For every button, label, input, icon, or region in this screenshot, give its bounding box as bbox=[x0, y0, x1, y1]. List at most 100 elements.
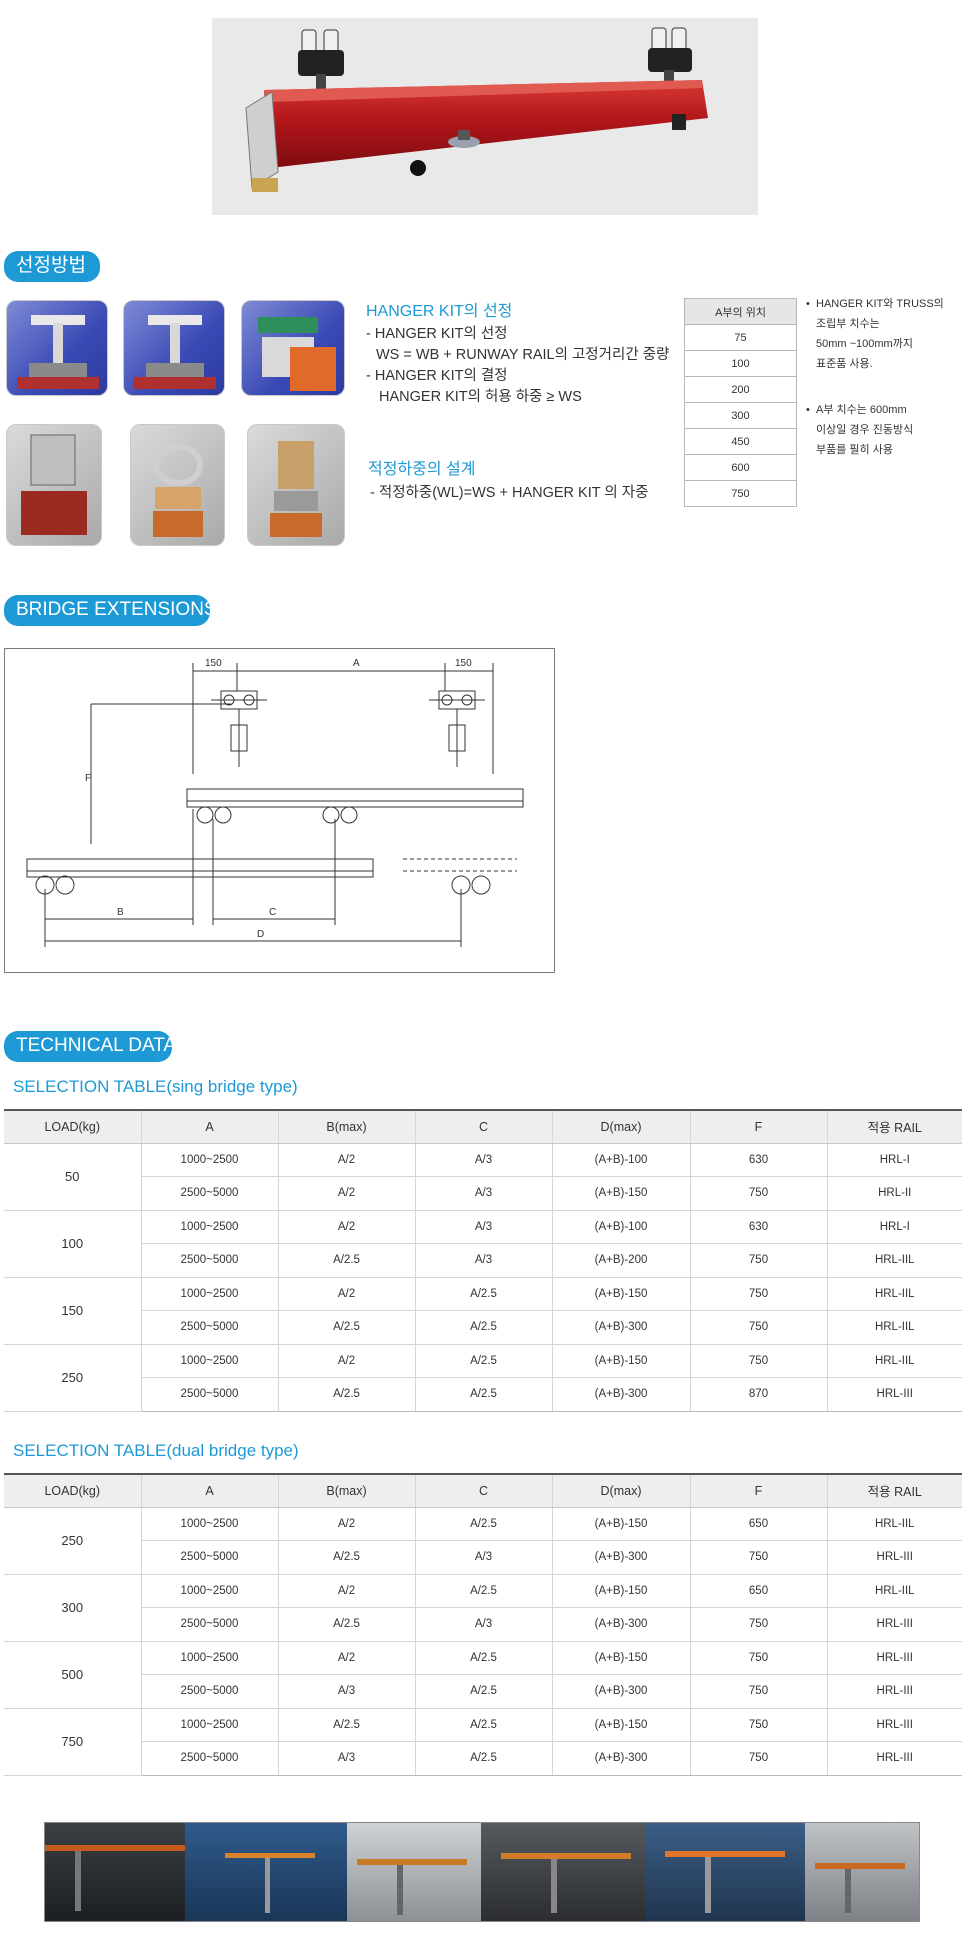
table-row: 2500~5000 A/2.5 A/2.5 (A+B)-300 750 HRL-… bbox=[4, 1310, 962, 1345]
installation-photo bbox=[645, 1823, 805, 1921]
load-cell: 250 bbox=[4, 1507, 141, 1575]
cell: (A+B)-300 bbox=[551, 1607, 690, 1642]
cell: 750 bbox=[689, 1243, 827, 1278]
cell: 1000~2500 bbox=[140, 1574, 278, 1608]
cell: A/2.5 bbox=[414, 1741, 552, 1776]
a-position-value: 200 bbox=[684, 376, 797, 403]
note-a-dimension: •A부 치수는 600mm 이상일 경우 진동방식 부품를 필히 사용 bbox=[806, 404, 914, 456]
cell: 1000~2500 bbox=[140, 1277, 278, 1311]
table-row: 2500~5000 A/3 A/2.5 (A+B)-300 750 HRL-II… bbox=[4, 1674, 962, 1709]
cell: (A+B)-100 bbox=[551, 1143, 690, 1177]
cell: A/2 bbox=[277, 1574, 415, 1608]
cell: 650 bbox=[689, 1574, 827, 1608]
cell: A/2 bbox=[277, 1641, 415, 1675]
cell: 870 bbox=[689, 1377, 827, 1412]
hanger-kit-photo-1 bbox=[6, 300, 108, 396]
cell: A/2.5 bbox=[277, 1607, 415, 1642]
col-b-max: B(max) bbox=[277, 1473, 415, 1508]
cell: A/2.5 bbox=[277, 1540, 415, 1575]
load-cell: 100 bbox=[4, 1210, 141, 1278]
cell: A/3 bbox=[414, 1243, 552, 1278]
a-position-value: 450 bbox=[684, 428, 797, 455]
col-load: LOAD(kg) bbox=[4, 1473, 141, 1508]
cell: A/3 bbox=[277, 1741, 415, 1776]
installation-photo-strip bbox=[44, 1822, 920, 1922]
col-b-max: B(max) bbox=[277, 1109, 415, 1144]
cell: 2500~5000 bbox=[140, 1176, 278, 1211]
table-row: 500 1000~2500 A/2 A/2.5 (A+B)-150 750 HR… bbox=[4, 1641, 962, 1709]
col-f: F bbox=[689, 1109, 827, 1144]
cell: (A+B)-150 bbox=[551, 1708, 690, 1742]
cell: HRL-III bbox=[826, 1377, 962, 1412]
load-cell: 250 bbox=[4, 1344, 141, 1412]
cell: (A+B)-100 bbox=[551, 1210, 690, 1244]
cell: (A+B)-150 bbox=[551, 1176, 690, 1211]
load-cell: 50 bbox=[4, 1143, 141, 1211]
dim-150-right: 150 bbox=[455, 658, 472, 669]
cell: A/2.5 bbox=[277, 1377, 415, 1412]
cell: HRL-III bbox=[826, 1674, 962, 1709]
cell: 1000~2500 bbox=[140, 1708, 278, 1742]
cell: A/3 bbox=[277, 1674, 415, 1709]
cell: A/2.5 bbox=[414, 1377, 552, 1412]
dim-c: C bbox=[269, 907, 276, 918]
cell: (A+B)-150 bbox=[551, 1277, 690, 1311]
a-position-value: 100 bbox=[684, 350, 797, 377]
technical-data-title: TECHNICAL DATA bbox=[4, 1031, 176, 1062]
cell: A/2.5 bbox=[277, 1243, 415, 1278]
cell: A/2 bbox=[277, 1210, 415, 1244]
load-cell: 750 bbox=[4, 1708, 141, 1776]
cell: 750 bbox=[689, 1277, 827, 1311]
cell: 650 bbox=[689, 1507, 827, 1541]
hanger-kit-photo-3 bbox=[241, 300, 345, 396]
cell: 750 bbox=[689, 1641, 827, 1675]
cell: HRL-I bbox=[826, 1143, 962, 1177]
table-row: 2500~5000 A/2.5 A/3 (A+B)-300 750 HRL-II… bbox=[4, 1540, 962, 1575]
cell: 2500~5000 bbox=[140, 1540, 278, 1575]
hanger-kit-line-1: - HANGER KIT의 선정 bbox=[366, 326, 508, 342]
cell: A/2.5 bbox=[414, 1574, 552, 1608]
col-rail: 적용 RAIL bbox=[826, 1473, 962, 1508]
truss-photo-3 bbox=[247, 424, 345, 546]
load-design-line: - 적정하중(WL)=WS + HANGER KIT 의 자중 bbox=[370, 485, 649, 501]
a-position-value: 600 bbox=[684, 454, 797, 481]
product-hero-image bbox=[212, 18, 758, 215]
cell: (A+B)-200 bbox=[551, 1243, 690, 1278]
dual-bridge-table-title: SELECTION TABLE(dual bridge type) bbox=[13, 1441, 299, 1460]
dim-b: B bbox=[117, 907, 124, 918]
cell: HRL-III bbox=[826, 1708, 962, 1742]
col-load: LOAD(kg) bbox=[4, 1109, 141, 1144]
dual-bridge-selection-table: LOAD(kg) A B(max) C D(max) F 적용 RAIL 250… bbox=[4, 1473, 962, 1776]
table-row: 50 1000~2500 A/2 A/3 (A+B)-100 630 HRL-I bbox=[4, 1143, 962, 1211]
bridge-extensions-title: BRIDGE EXTENSIONS bbox=[4, 595, 217, 626]
single-bridge-selection-table: LOAD(kg) A B(max) C D(max) F 적용 RAIL 50 … bbox=[4, 1109, 962, 1412]
col-rail: 적용 RAIL bbox=[826, 1109, 962, 1144]
cell: (A+B)-300 bbox=[551, 1377, 690, 1412]
cell: A/2 bbox=[277, 1344, 415, 1378]
table-row: 150 1000~2500 A/2 A/2.5 (A+B)-150 750 HR… bbox=[4, 1277, 962, 1345]
cell: 750 bbox=[689, 1310, 827, 1345]
cell: A/2 bbox=[277, 1176, 415, 1211]
table-row: 250 1000~2500 A/2 A/2.5 (A+B)-150 650 HR… bbox=[4, 1507, 962, 1575]
cell: HRL-III bbox=[826, 1741, 962, 1776]
cell: A/2 bbox=[277, 1507, 415, 1541]
cell: HRL-IIL bbox=[826, 1243, 962, 1278]
load-cell: 500 bbox=[4, 1641, 141, 1709]
a-position-value: 300 bbox=[684, 402, 797, 429]
cell: A/2.5 bbox=[414, 1310, 552, 1345]
cell: 2500~5000 bbox=[140, 1607, 278, 1642]
dim-150-left: 150 bbox=[205, 658, 222, 669]
table-row: 250 1000~2500 A/2 A/2.5 (A+B)-150 750 HR… bbox=[4, 1344, 962, 1412]
table-row: 2500~5000 A/2 A/3 (A+B)-150 750 HRL-II bbox=[4, 1176, 962, 1211]
cell: (A+B)-150 bbox=[551, 1344, 690, 1378]
cell: 750 bbox=[689, 1607, 827, 1642]
cell: HRL-I bbox=[826, 1210, 962, 1244]
cell: 750 bbox=[689, 1540, 827, 1575]
cell: 2500~5000 bbox=[140, 1310, 278, 1345]
installation-photo bbox=[805, 1823, 919, 1921]
cell: HRL-III bbox=[826, 1540, 962, 1575]
cell: A/2.5 bbox=[414, 1344, 552, 1378]
cell: A/3 bbox=[414, 1210, 552, 1244]
load-cell: 150 bbox=[4, 1277, 141, 1345]
table-row: 2500~5000 A/2.5 A/3 (A+B)-200 750 HRL-II… bbox=[4, 1243, 962, 1278]
